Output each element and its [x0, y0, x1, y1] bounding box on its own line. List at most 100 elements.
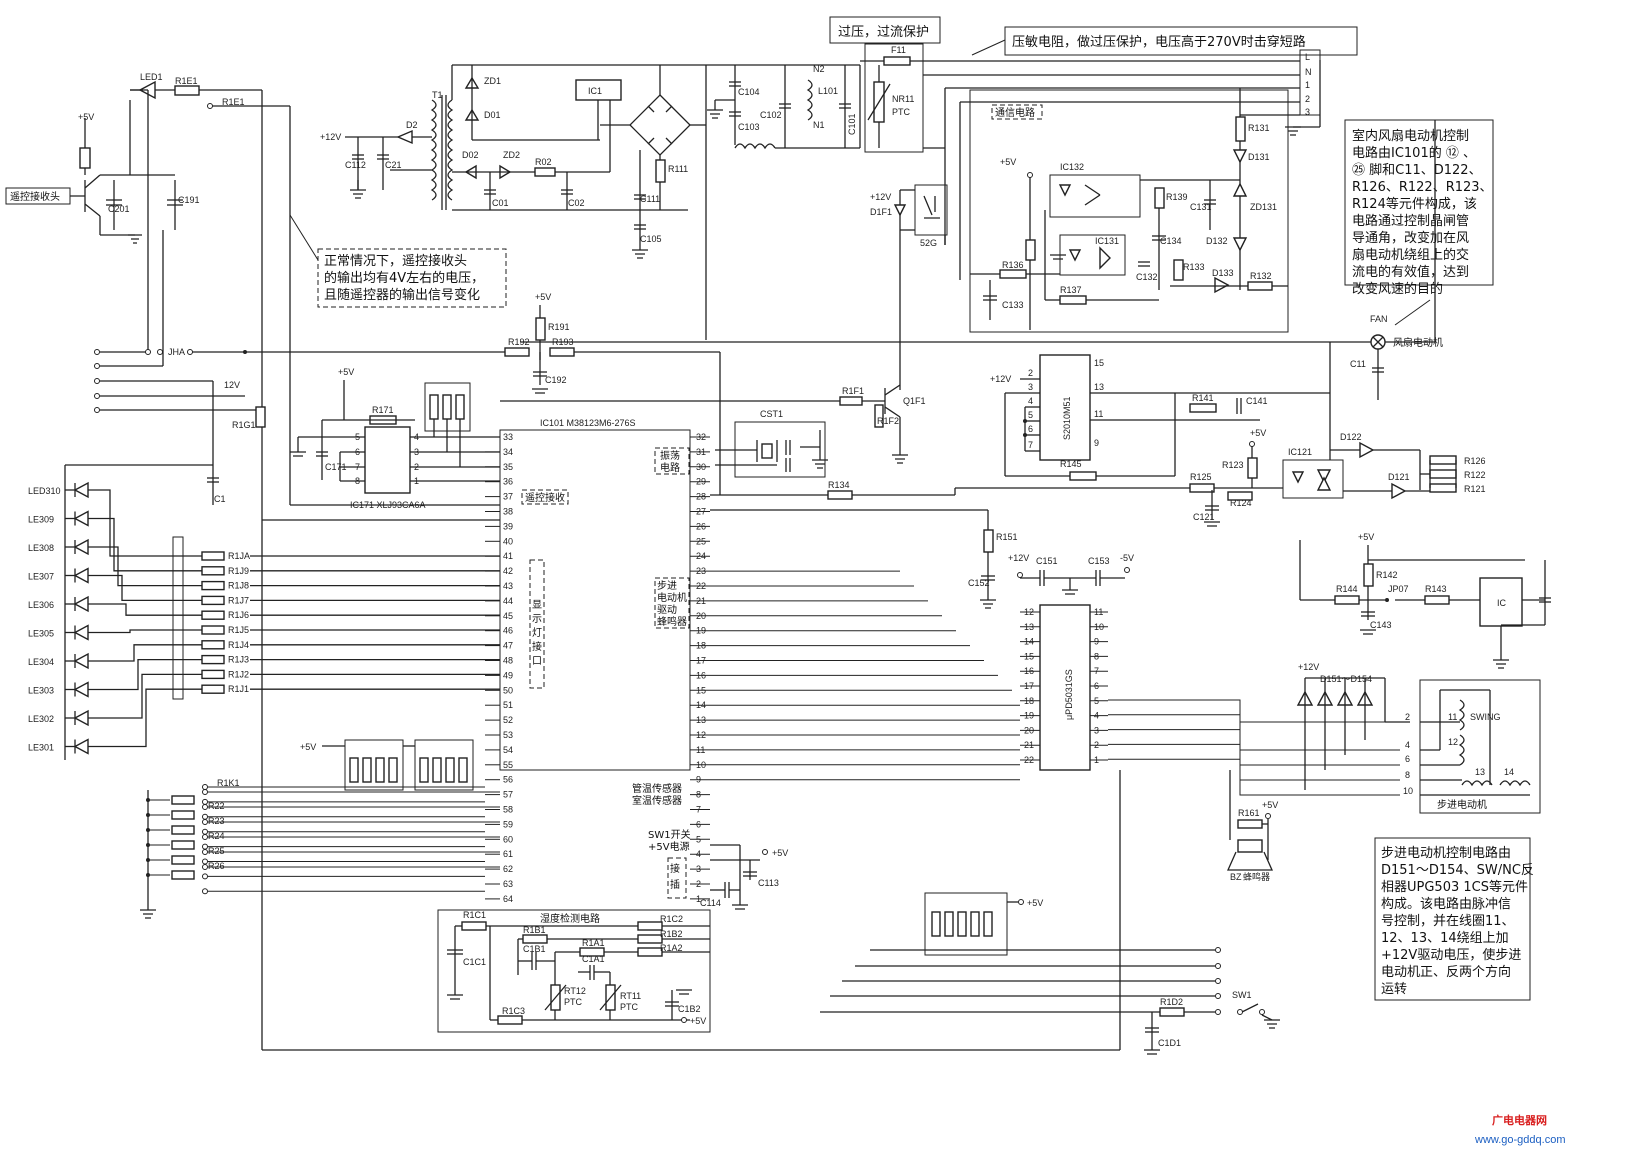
svg-text:+5V: +5V	[690, 1016, 706, 1026]
svg-text:室温传感器: 室温传感器	[632, 794, 682, 807]
svg-text:R1B1: R1B1	[523, 925, 546, 935]
led-resistor-label: R1JA	[228, 551, 250, 561]
svg-text:+5V: +5V	[535, 292, 551, 302]
svg-text:BZ: BZ	[1230, 872, 1242, 882]
svg-text:D151～D154: D151～D154	[1320, 674, 1372, 684]
svg-text:+5V: +5V	[300, 742, 316, 752]
led-resistor-label: R1J5	[228, 625, 249, 635]
ic101-pin-label: 53	[503, 730, 513, 740]
led-diode	[73, 738, 89, 755]
svg-text:L: L	[1305, 52, 1310, 62]
svg-text:μPD5031GS: μPD5031GS	[1064, 669, 1074, 720]
sensor-resistor	[171, 870, 195, 880]
ic101-pin-label: 47	[503, 641, 513, 651]
svg-text:+12V: +12V	[870, 192, 891, 202]
svg-text:R1D2: R1D2	[1160, 997, 1183, 1007]
svg-text:R142: R142	[1376, 570, 1398, 580]
terminal-strip: L N 1 2 3	[944, 49, 1321, 280]
ic101-pin-label: 45	[503, 611, 513, 621]
led-label: LE301	[28, 743, 54, 753]
sensor-resistor-label: R24	[208, 831, 225, 841]
svg-text:C153: C153	[1088, 556, 1110, 566]
receiver-note-text: 正常情况下，遥控接收头 的输出均有4V左右的电压， 且随遥控器的输出信号变化	[324, 253, 488, 303]
svg-text:R1E1: R1E1	[222, 97, 245, 107]
svg-text:PTC: PTC	[892, 107, 911, 117]
svg-text:R1A1: R1A1	[582, 938, 605, 948]
svg-text:ZD2: ZD2	[503, 150, 520, 160]
led-diode	[73, 481, 89, 499]
ic101-pin-label: 34	[503, 447, 513, 457]
svg-text:C114: C114	[700, 898, 721, 908]
svg-text:ZD131: ZD131	[1250, 202, 1277, 212]
led-diode	[73, 510, 89, 527]
svg-text:12: 12	[1448, 737, 1458, 747]
svg-text:R136: R136	[1002, 260, 1024, 270]
ic101-pin-label: 37	[503, 492, 513, 502]
ic101-pin-label: 40	[503, 536, 513, 546]
ic101-pin-label: 59	[503, 819, 513, 829]
ic101-pin-label: 57	[503, 790, 513, 800]
ic101-pin-label: 58	[503, 805, 513, 815]
led-label: LE303	[28, 686, 54, 696]
svg-text:C1D1: C1D1	[1158, 1038, 1181, 1048]
ic101-pin-label: 46	[503, 626, 513, 636]
svg-text:4: 4	[1028, 396, 1033, 406]
svg-text:C201: C201	[108, 204, 130, 214]
led-resistor	[201, 610, 225, 620]
sensor-row: R23	[146, 816, 500, 835]
svg-text:L101: L101	[818, 86, 838, 96]
r19x-block: +5V R191 R192 R193 C192	[504, 292, 721, 495]
svg-text:R161: R161	[1238, 808, 1260, 818]
svg-text:3: 3	[1028, 382, 1033, 392]
ic101-pin-label: 38	[503, 507, 513, 517]
svg-text:通信电路: 通信电路	[995, 106, 1035, 119]
sensor-resistor-label: R25	[208, 846, 225, 856]
led-diode	[73, 595, 89, 613]
svg-text:管温传感器: 管温传感器	[632, 782, 682, 795]
svg-text:R192: R192	[508, 337, 530, 347]
c113-c114: +5V C113 C114	[700, 844, 788, 910]
sensor-resistor	[171, 840, 195, 850]
svg-text:Q1F1: Q1F1	[903, 396, 926, 406]
fan-control-note-text: 室内风扇电动机控制 电路由IC101的 ⑫ 、 ㉕ 脚和C11、D122、 R1…	[1352, 128, 1497, 297]
svg-text:IC: IC	[1497, 598, 1507, 608]
ic121-block: IC121 +5V R123 D122 D121 R126 R122 R121 …	[955, 428, 1486, 527]
svg-text:+12V: +12V	[990, 374, 1011, 384]
upd-ic: μPD5031GS	[1039, 604, 1091, 771]
svg-text:R139: R139	[1166, 192, 1188, 202]
svg-text:R1F1: R1F1	[842, 386, 864, 396]
resistor	[79, 147, 91, 169]
svg-text:RT11: RT11	[620, 991, 641, 1001]
led-resistor	[201, 684, 225, 694]
svg-text:D121: D121	[1388, 472, 1410, 482]
led-diode	[73, 709, 89, 727]
svg-text:R171: R171	[372, 405, 394, 415]
sensor-resistor-label: R23	[208, 816, 225, 826]
svg-text:R134: R134	[828, 480, 850, 490]
svg-text:+12V: +12V	[320, 132, 341, 142]
svg-text:C105: C105	[640, 234, 662, 244]
svg-text:+5V: +5V	[1358, 532, 1374, 542]
svg-text:12V: 12V	[224, 380, 240, 390]
svg-text:6: 6	[1405, 754, 1410, 764]
svg-text:步进电动机: 步进电动机	[1437, 798, 1487, 811]
svg-text:C111: C111	[640, 194, 660, 204]
svg-text:NR11: NR11	[892, 94, 914, 104]
svg-text:1: 1	[1305, 80, 1310, 90]
led-resistor-label: R1J6	[228, 610, 249, 620]
crystal-cst1: CST1	[715, 409, 828, 478]
svg-text:PTC: PTC	[564, 997, 583, 1007]
led-label: LE306	[28, 600, 54, 610]
led-resistor-label: R1J1	[228, 684, 249, 694]
svg-text:D2: D2	[406, 120, 418, 130]
svg-text:R1F2: R1F2	[877, 416, 899, 426]
ic101-pin-label: 48	[503, 656, 513, 666]
svg-text:+5V: +5V	[1000, 157, 1016, 167]
svg-text:D02: D02	[462, 150, 479, 160]
svg-text:C152: C152	[968, 578, 990, 588]
sensor-resistor-label: R22	[208, 801, 225, 811]
svg-text:R1A2: R1A2	[660, 943, 683, 953]
